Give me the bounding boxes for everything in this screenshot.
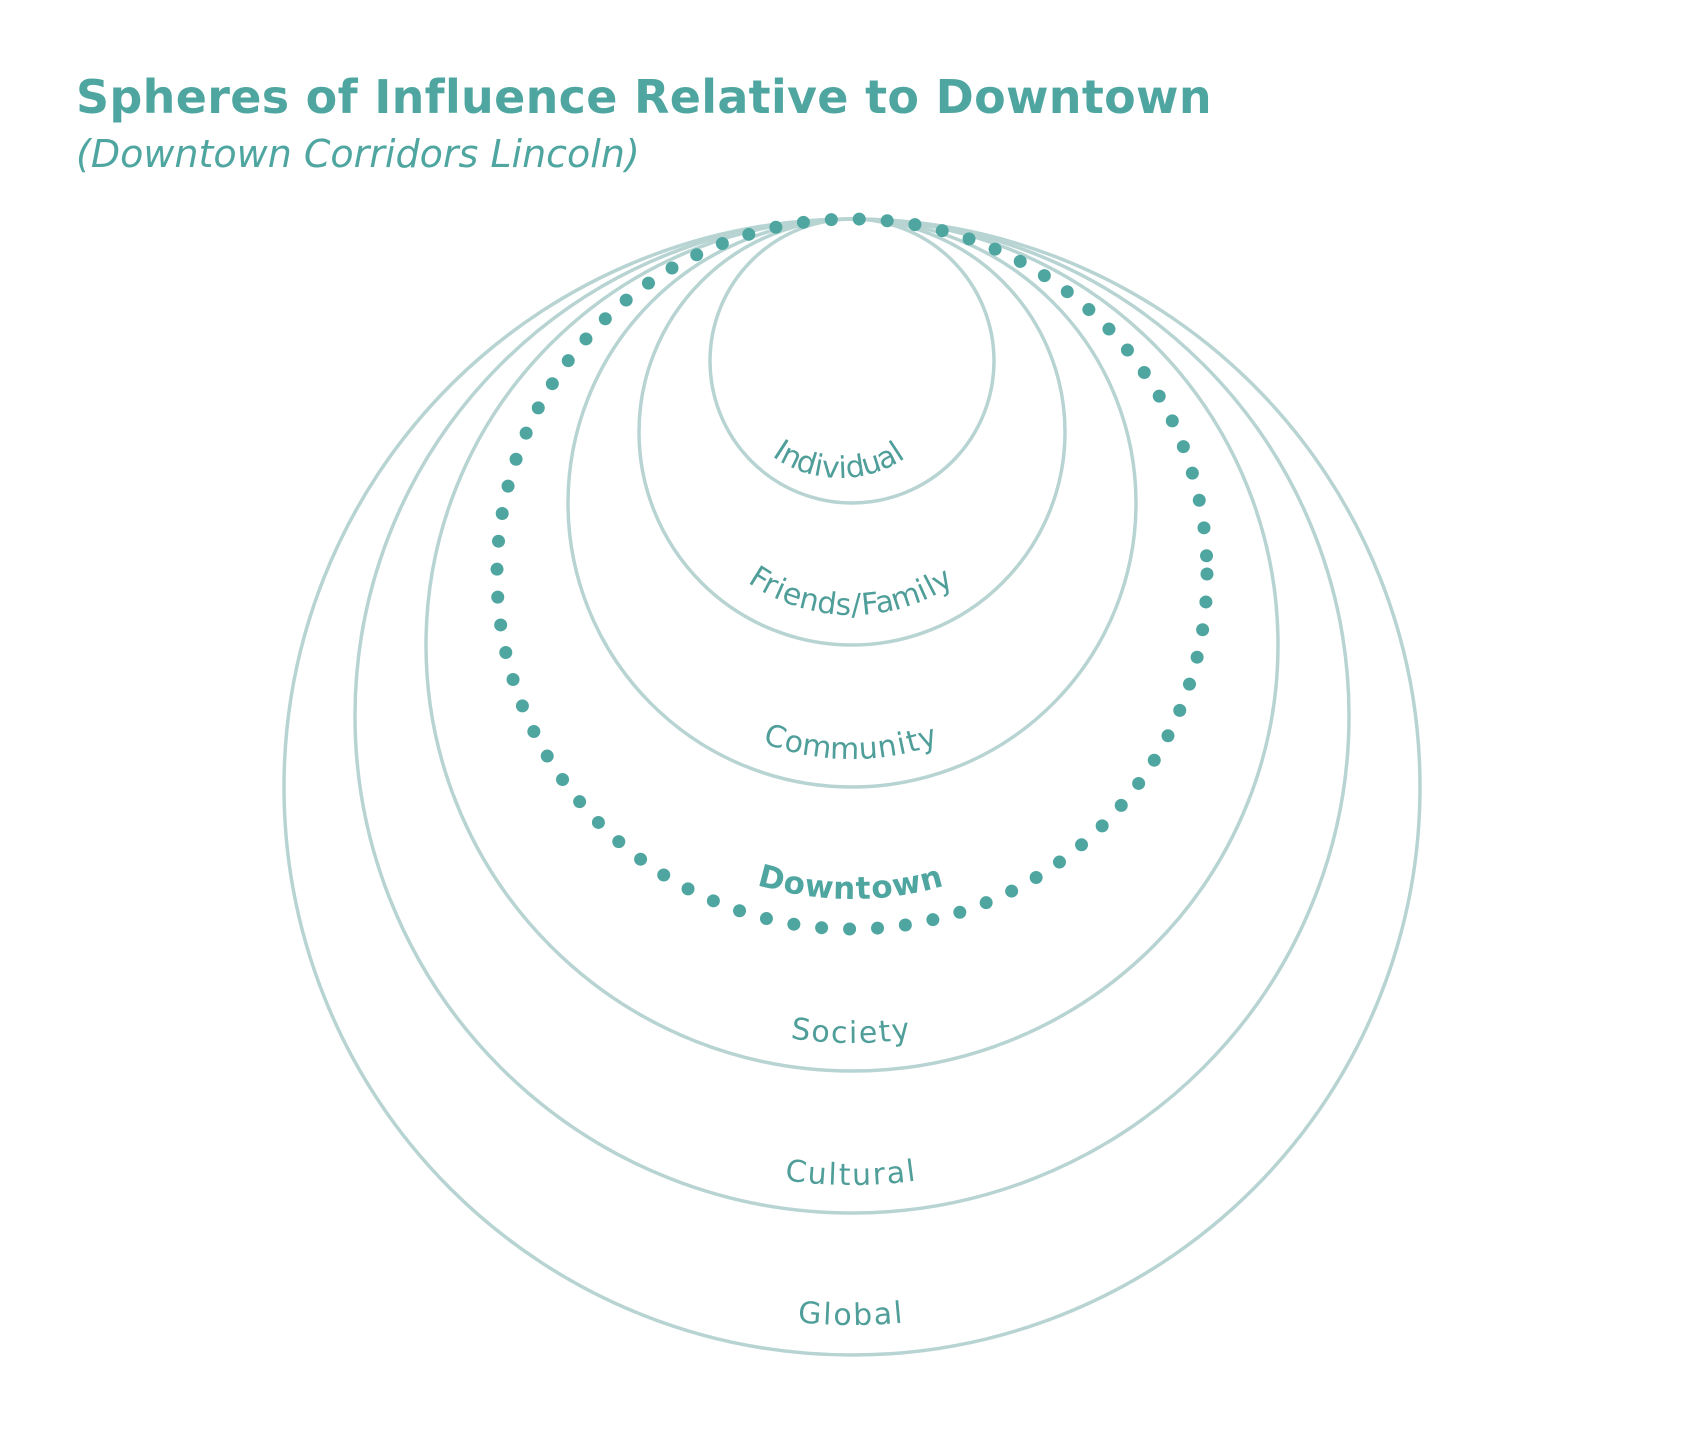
sphere-ring-cultural [353,217,1351,1215]
sphere-label-downtown: Downtown [755,858,950,907]
sphere-ring-individual [708,217,996,505]
sphere-ring-downtown [490,212,1214,936]
diagram-subtitle: (Downtown Corridors Lincoln) [76,132,640,176]
diagram-title: Spheres of Influence Relative to Downtow… [76,70,1212,124]
sphere-label-individual: Individual [767,433,913,486]
sphere-ring-friends-family [637,217,1067,647]
sphere-label-community: Community [760,717,944,767]
sphere-label-society: Society [789,1012,914,1052]
sphere-label-friends-family: Friends/Family [743,559,961,623]
sphere-label-cultural: Cultural [784,1153,921,1193]
sphere-label-global: Global [797,1295,907,1333]
